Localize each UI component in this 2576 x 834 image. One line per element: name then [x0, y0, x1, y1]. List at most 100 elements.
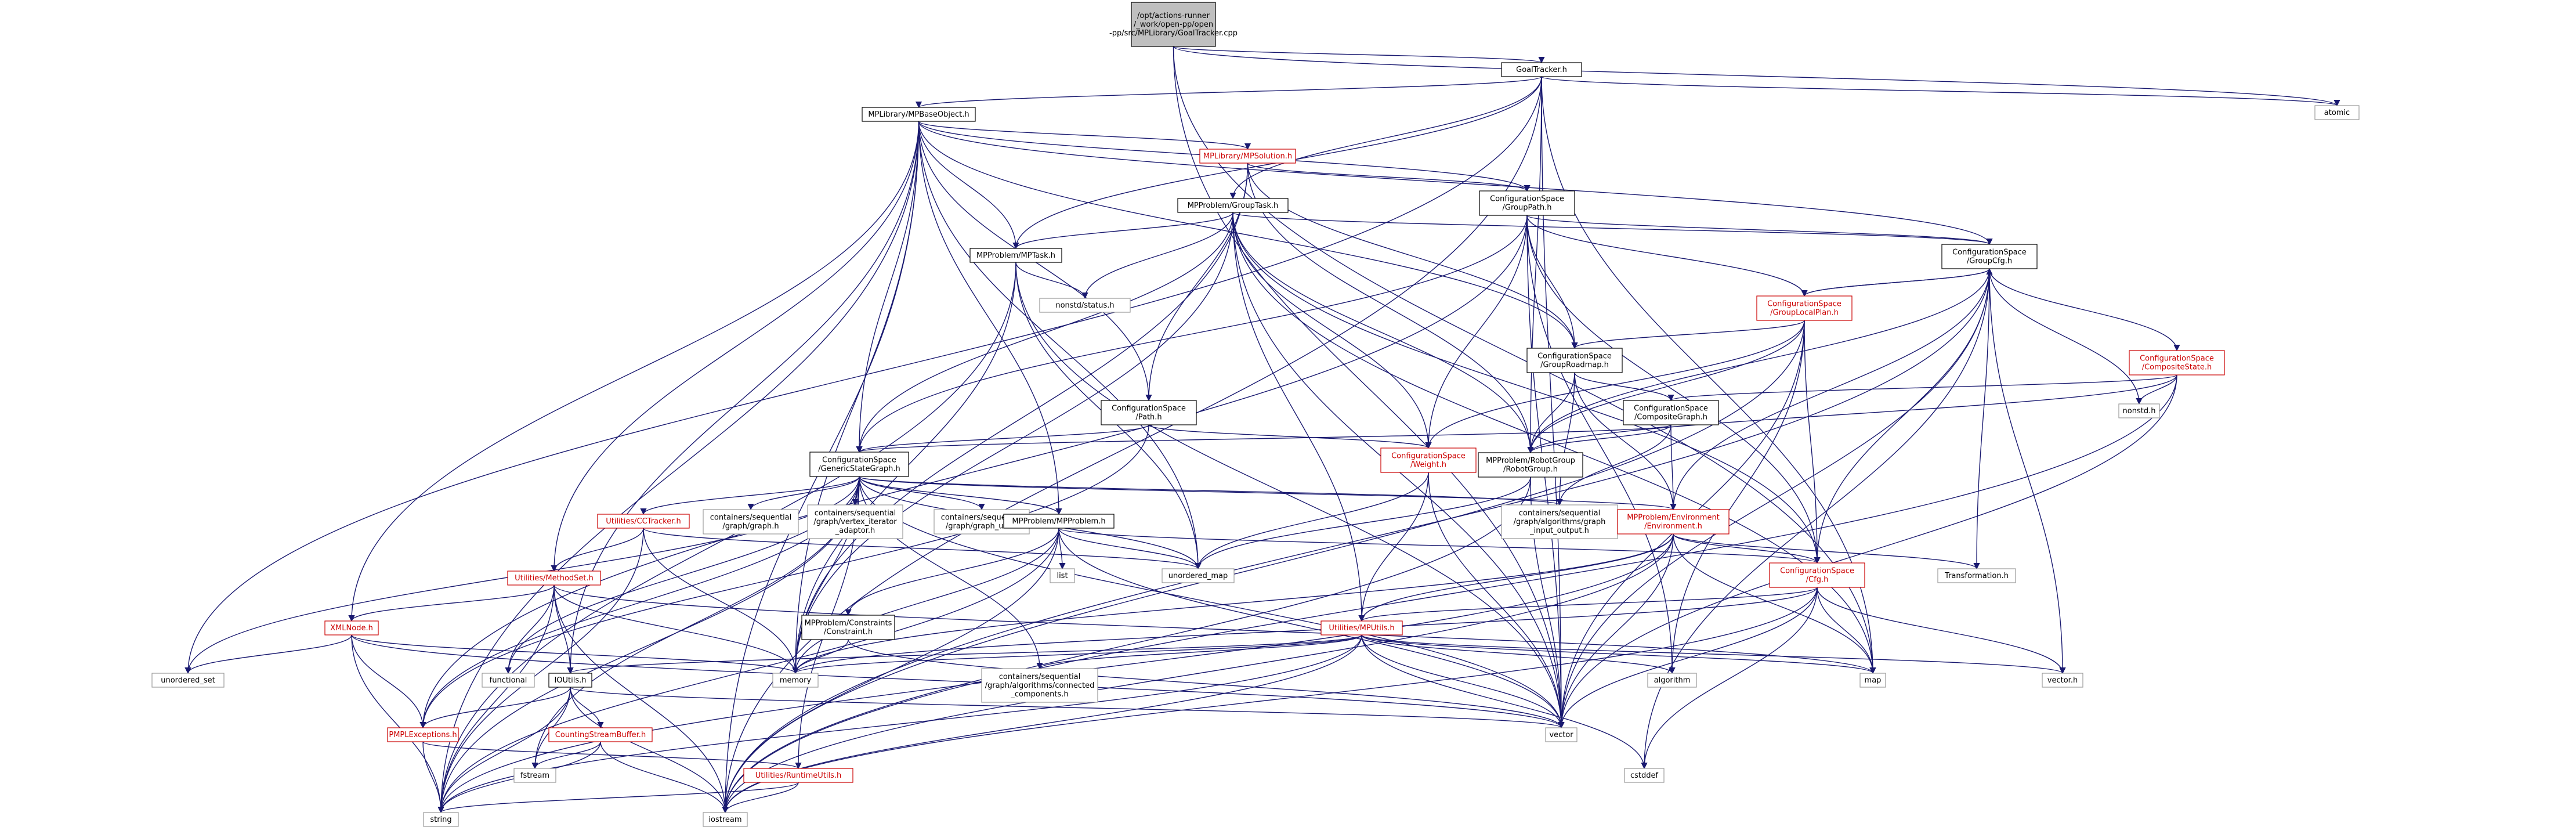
node-xmlnode[interactable]: XMLNode.h — [324, 620, 379, 636]
node-root[interactable]: /opt/actions-runner/_work/open-pp/open-p… — [1109, 2, 1238, 47]
node-nonstd_status[interactable]: nonstd/status.h — [1039, 298, 1131, 313]
edge-robotgroup-to-unordered_map — [1195, 476, 1531, 570]
edge-countingstreambuffer-to-iostream — [600, 741, 729, 814]
node-label: _components.h — [1010, 690, 1068, 699]
edge-grouppath-to-weight — [1425, 215, 1528, 449]
node-label: ConfigurationSpace — [1767, 300, 1841, 309]
node-ioutils[interactable]: IOUtils.h — [548, 673, 592, 688]
edge-mputils-to-map — [1361, 634, 1876, 674]
edge-grouplocalplan-to-weight — [1425, 320, 1805, 449]
edge-compositestate-to-robotgroup — [1527, 374, 2177, 454]
node-constraint[interactable]: MPProblem/Constraints/Constraint.h — [801, 615, 895, 640]
node-runtimeutils[interactable]: Utilities/RuntimeUtils.h — [743, 768, 853, 783]
node-label: /graph/algorithms/connected — [985, 681, 1095, 690]
node-compositegraph[interactable]: ConfigurationSpace/CompositeGraph.h — [1623, 400, 1719, 425]
edge-grouptask-to-robotgroup — [1232, 212, 1534, 454]
node-label: iostream — [708, 815, 741, 824]
node-box — [482, 673, 535, 688]
node-grouplocalplan[interactable]: ConfigurationSpace/GroupLocalPlan.h — [1756, 295, 1853, 321]
edge-root-to-atomic — [1173, 46, 2340, 107]
node-label: /Path.h — [1135, 413, 1162, 422]
edge-mptask-to-vector — [1015, 262, 1565, 729]
node-graph_h[interactable]: containers/sequential/graph/graph.h — [703, 509, 799, 535]
edge-mpbaseobject-to-mpsolution — [918, 121, 1251, 150]
edge-compositestate-to-compositegraph — [1667, 374, 2177, 402]
node-cfg[interactable]: ConfigurationSpace/Cfg.h — [1769, 562, 1865, 588]
edge-cfg-to-mputils — [1358, 587, 1818, 622]
node-weight[interactable]: ConfigurationSpace/Weight.h — [1380, 447, 1477, 473]
node-graph_input_output[interactable]: containers/sequential/graph/algorithms/g… — [1501, 504, 1618, 539]
edge-grouptask-to-mptask — [1012, 212, 1233, 250]
node-cstddef[interactable]: cstddef — [1624, 768, 1665, 783]
node-grouproadmap[interactable]: ConfigurationSpace/GroupRoadmap.h — [1526, 348, 1623, 373]
node-box — [1769, 562, 1865, 588]
node-label: memory — [780, 676, 812, 685]
node-label: /GroupRoadmap.h — [1540, 361, 1609, 370]
node-list[interactable]: list — [1050, 568, 1075, 583]
node-box — [1526, 348, 1623, 373]
node-atomic[interactable]: atomic — [2314, 105, 2360, 120]
node-string[interactable]: string — [423, 812, 459, 827]
node-box — [2129, 350, 2225, 376]
edge-cfg-to-vector — [1558, 587, 1818, 729]
node-functional[interactable]: functional — [482, 673, 535, 688]
edge-goaltracker-to-robotgroup — [1527, 76, 1542, 454]
node-pmplexceptions[interactable]: PMPLExceptions.h — [387, 727, 459, 742]
node-box — [1003, 514, 1115, 529]
node-box — [1199, 149, 1296, 164]
edge-genericstategraph-to-cctracker — [640, 476, 860, 515]
node-transformation[interactable]: Transformation.h — [1937, 568, 2016, 583]
node-path[interactable]: ConfigurationSpace/Path.h — [1101, 400, 1197, 425]
node-nonstd[interactable]: nonstd.h — [2118, 403, 2160, 418]
node-map[interactable]: map — [1859, 673, 1886, 688]
edge-grouptask-to-groupcfg — [1232, 212, 1993, 245]
node-compositestate[interactable]: ConfigurationSpace/CompositeState.h — [2129, 350, 2225, 376]
node-box — [387, 727, 459, 742]
edge-groupcfg-to-transformation — [1973, 268, 1990, 570]
edge-compositegraph-to-genericstategraph — [856, 424, 1671, 453]
node-mpproblem[interactable]: MPProblem/MPProblem.h — [1003, 514, 1115, 529]
node-mpbaseobject[interactable]: MPLibrary/MPBaseObject.h — [862, 107, 976, 122]
node-box — [1131, 2, 1216, 47]
edge-mpbaseobject-to-genericstategraph — [856, 121, 920, 453]
node-grouptask[interactable]: MPProblem/GroupTask.h — [1177, 198, 1289, 213]
node-vertex_iterator[interactable]: containers/sequential/graph/vertex_itera… — [807, 504, 903, 539]
node-label: PMPLExceptions.h — [389, 731, 457, 739]
node-label: /graph/algorithms/graph — [1514, 518, 1606, 526]
node-label: unordered_map — [1168, 572, 1228, 580]
edge-genericstategraph-to-graph_util — [859, 476, 985, 511]
node-mptask[interactable]: MPProblem/MPTask.h — [969, 248, 1062, 263]
node-label: /GroupPath.h — [1503, 204, 1552, 212]
node-unordered_set[interactable]: unordered_set — [151, 673, 225, 688]
node-mpsolution[interactable]: MPLibrary/MPSolution.h — [1199, 149, 1296, 164]
node-fstream[interactable]: fstream — [513, 768, 556, 783]
node-label: -pp/src/MPLibrary/GoalTracker.cpp — [1109, 29, 1238, 38]
node-goaltracker[interactable]: GoalTracker.h — [1501, 62, 1582, 77]
node-countingstreambuffer[interactable]: CountingStreamBuffer.h — [548, 727, 653, 742]
edge-methodset-to-iostream — [553, 584, 729, 814]
node-grouppath[interactable]: ConfigurationSpace/GroupPath.h — [1479, 190, 1575, 216]
node-groupcfg[interactable]: ConfigurationSpace/GroupCfg.h — [1941, 244, 2038, 269]
node-box — [2042, 673, 2083, 688]
node-label: MPLibrary/MPBaseObject.h — [868, 110, 969, 119]
node-vector_h[interactable]: vector.h — [2042, 673, 2083, 688]
node-cctracker[interactable]: Utilities/CCTracker.h — [597, 514, 690, 529]
node-algorithm[interactable]: algorithm — [1647, 673, 1697, 688]
node-unordered_map[interactable]: unordered_map — [1162, 568, 1235, 583]
node-memory[interactable]: memory — [772, 673, 819, 688]
node-iostream[interactable]: iostream — [703, 812, 748, 827]
node-label: MPProblem/GroupTask.h — [1188, 201, 1279, 210]
node-connected_components[interactable]: containers/sequential/graph/algorithms/c… — [981, 668, 1098, 703]
edge-goaltracker-to-atomic — [1541, 76, 2340, 107]
node-vector[interactable]: vector — [1545, 727, 1578, 742]
node-label: containers/sequential — [941, 514, 1023, 522]
edge-compositegraph-to-robotgroup — [1527, 424, 1671, 454]
edge-grouppath-to-genericstategraph — [856, 215, 1528, 453]
node-mputils[interactable]: Utilities/MPUtils.h — [1320, 620, 1403, 636]
node-genericstategraph[interactable]: ConfigurationSpace/GenericStateGraph.h — [809, 452, 909, 477]
edge-ioutils-to-pmplexceptions — [419, 687, 571, 729]
node-box — [1501, 62, 1582, 77]
node-robotgroup[interactable]: MPProblem/RobotGroup/RobotGroup.h — [1478, 452, 1583, 478]
node-environment[interactable]: MPProblem/Environment/Environment.h — [1617, 509, 1730, 535]
node-methodset[interactable]: Utilities/MethodSet.h — [507, 571, 601, 586]
